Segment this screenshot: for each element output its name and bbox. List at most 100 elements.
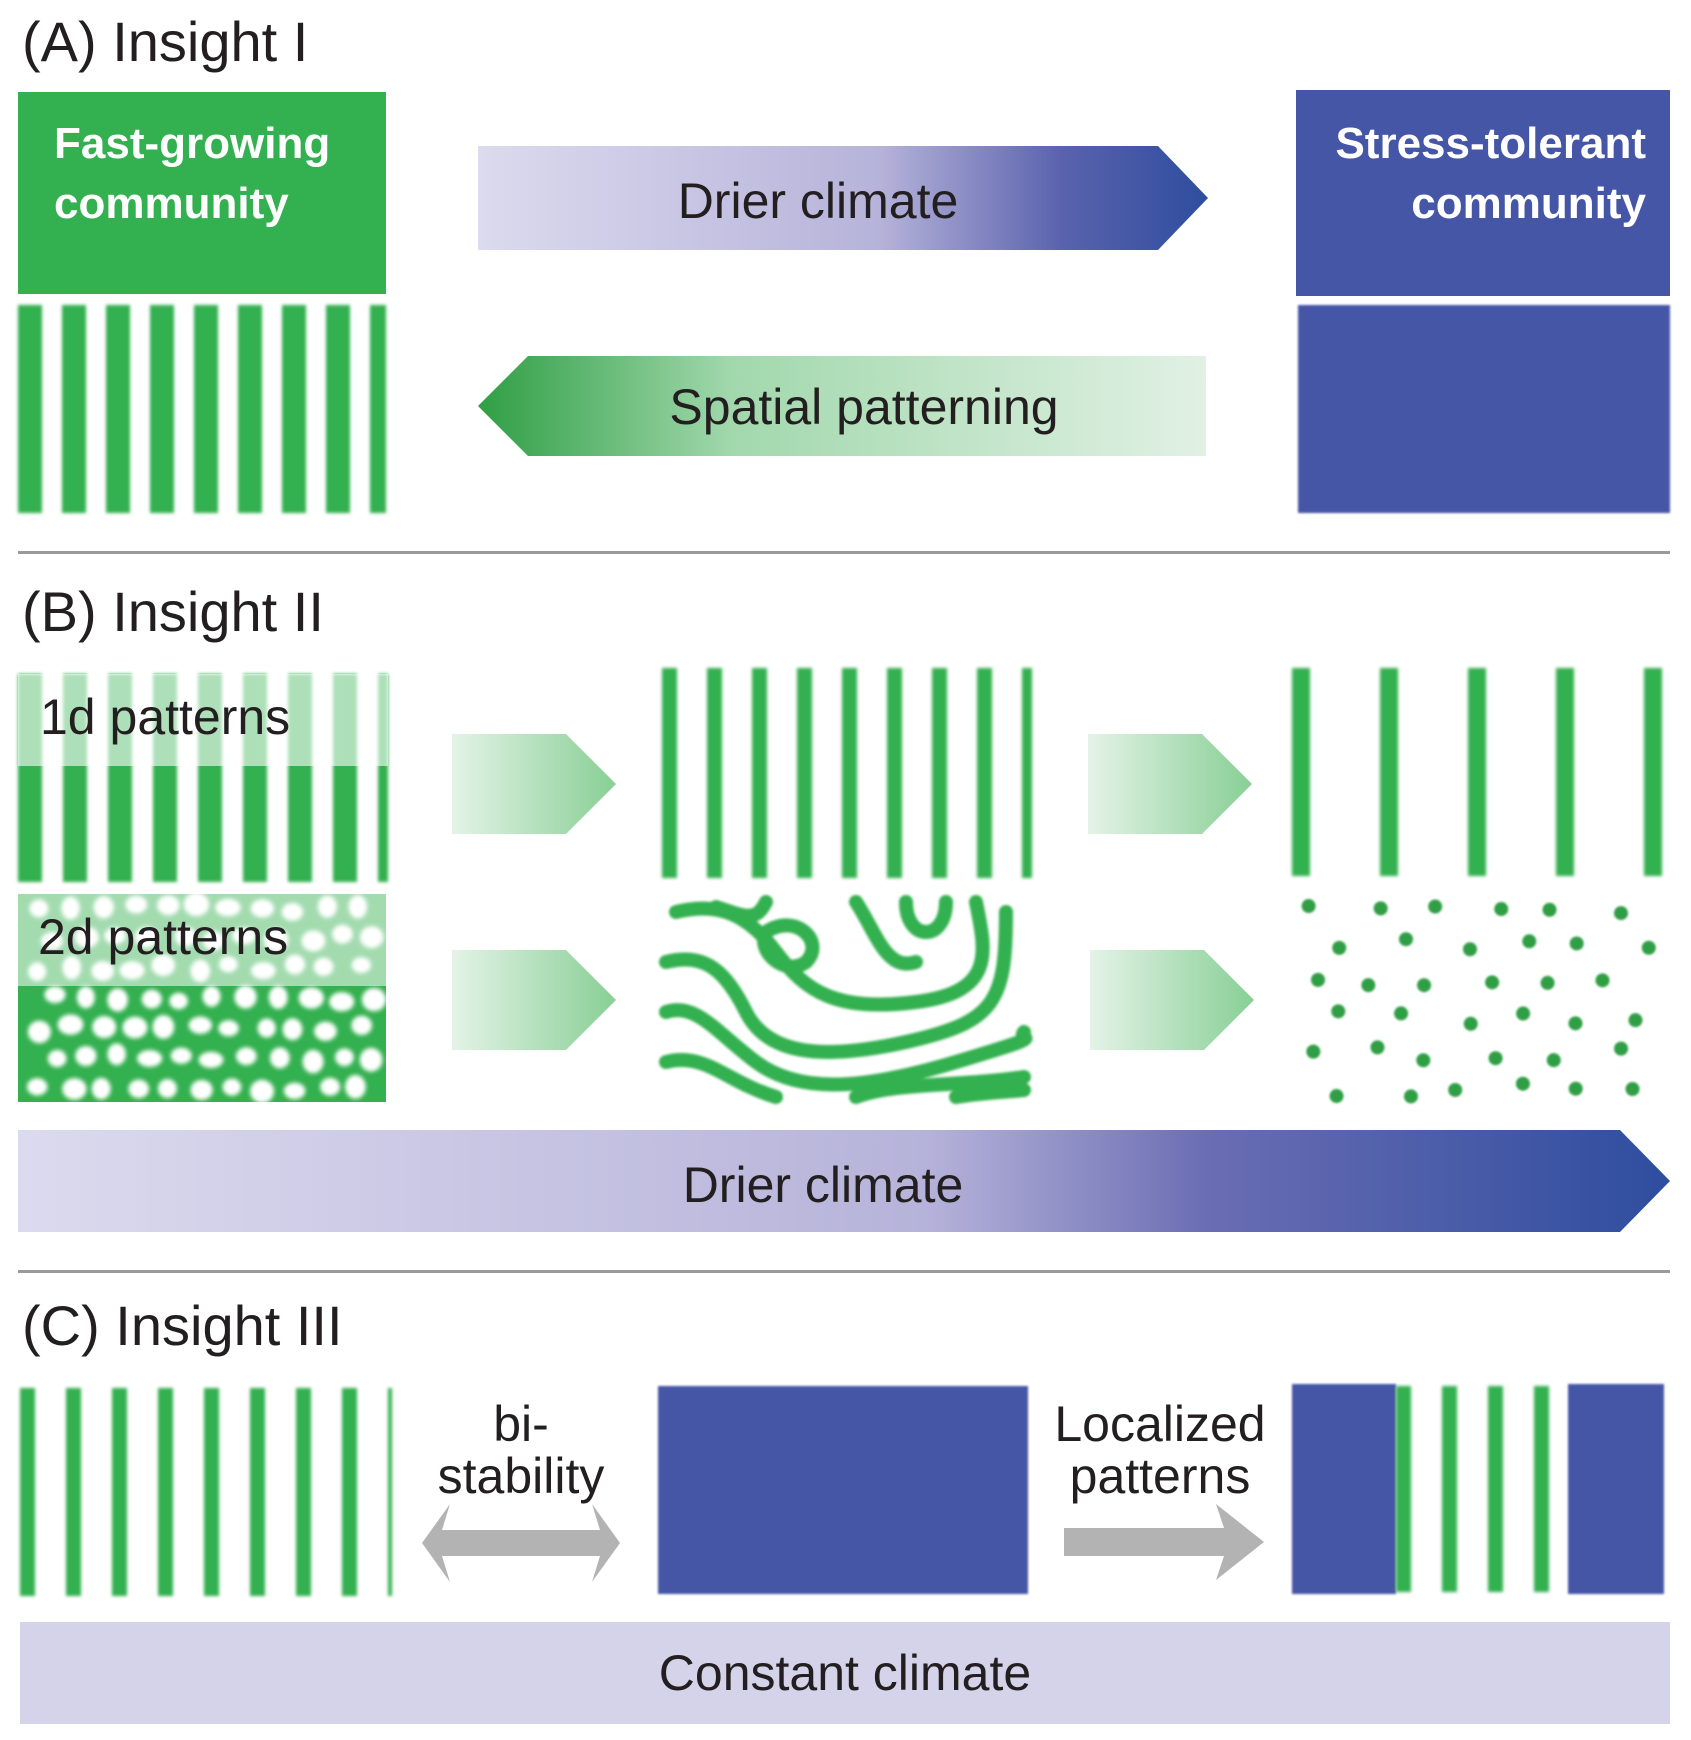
vegetation-spot xyxy=(1625,1081,1640,1096)
fast-growing-label-line1: Fast-growing xyxy=(54,119,331,168)
gap-hole xyxy=(188,1016,212,1034)
vegetation-spot xyxy=(1329,1089,1344,1104)
gap-hole xyxy=(26,1078,48,1096)
panel-a-heading: (A) Insight I xyxy=(22,10,309,73)
vegetation-spot xyxy=(1394,1006,1409,1021)
gap-hole xyxy=(222,1078,242,1096)
gap-hole xyxy=(282,1018,303,1041)
vegetation-spot xyxy=(1462,942,1477,957)
fast-growing-label-line2: community xyxy=(54,179,289,228)
gap-hole xyxy=(351,1015,373,1036)
localized-pattern-panel xyxy=(1292,1384,1664,1596)
spatial-patterning-arrow xyxy=(478,356,1206,456)
vegetation-spot xyxy=(1485,975,1500,990)
vegetation-spot xyxy=(1540,975,1555,990)
gap-hole xyxy=(269,1047,290,1069)
gap-hole xyxy=(57,1014,84,1035)
fast-growing-label: Fast-growing community xyxy=(54,114,330,234)
gap-hole xyxy=(128,1079,150,1099)
uniform-blue-panel xyxy=(658,1386,1028,1594)
gap-hole xyxy=(298,987,324,1009)
localized-arrow xyxy=(1064,1504,1264,1580)
gap-hole xyxy=(329,992,355,1012)
drier-climate-long-label: Drier climate xyxy=(682,1157,964,1213)
gap-hole xyxy=(107,1043,126,1066)
striped-pattern-panel-c xyxy=(20,1388,392,1596)
gap-hole xyxy=(122,1016,148,1039)
sparse-stripes-panel xyxy=(1292,668,1662,876)
vegetation-spot xyxy=(1331,1004,1346,1019)
localized-patterns-label-line2: patterns xyxy=(1069,1448,1251,1504)
stress-tolerant-community-box: Stress-tolerant community xyxy=(1296,90,1670,296)
blue-region-right xyxy=(1568,1384,1664,1594)
stage-arrow-1d-2 xyxy=(1088,734,1252,834)
divider-a-b xyxy=(18,551,1670,554)
gap-hole xyxy=(302,1049,324,1074)
gap-hole xyxy=(27,1020,51,1044)
uniform-stress-tolerant-panel xyxy=(1298,305,1670,513)
chevron-arrow-icon xyxy=(1088,734,1252,834)
constant-climate-label: Constant climate xyxy=(658,1645,1032,1701)
gap-hole xyxy=(198,1051,224,1068)
vegetation-spot xyxy=(1332,940,1347,955)
drier-climate-arrow xyxy=(478,146,1208,250)
vegetation-spot xyxy=(1516,1006,1531,1021)
gap-hole xyxy=(335,1048,354,1067)
vegetation-spot xyxy=(1311,972,1326,987)
gap-hole xyxy=(47,1049,67,1068)
drier-climate-long-arrow xyxy=(18,1130,1670,1232)
1d-patterns-label: 1d patterns xyxy=(40,689,291,745)
gap-hole xyxy=(250,1079,275,1104)
striped-pattern-panel-a xyxy=(18,305,386,513)
vegetation-spot xyxy=(1614,1041,1629,1056)
gap-hole xyxy=(152,1014,175,1039)
gap-hole xyxy=(190,1079,213,1101)
panel-b-heading: (B) Insight II xyxy=(22,580,324,643)
gap-hole xyxy=(202,986,221,1007)
localized-patterns-label: Localized patterns xyxy=(1040,1398,1280,1502)
dense-gap-pattern-panel xyxy=(18,892,387,1104)
gap-hole xyxy=(75,1045,97,1067)
vegetation-spot xyxy=(1301,899,1316,914)
stress-tolerant-label-line2: community xyxy=(1411,179,1646,228)
gap-hole xyxy=(218,1020,239,1037)
right-arrow-icon xyxy=(1064,1504,1264,1580)
gap-hole xyxy=(314,1021,337,1041)
gap-hole xyxy=(44,986,66,1004)
vegetation-spot xyxy=(1546,1053,1561,1068)
vegetation-spot xyxy=(1370,1040,1385,1055)
stress-tolerant-label-line1: Stress-tolerant xyxy=(1335,119,1646,168)
blue-region-left xyxy=(1292,1384,1396,1594)
stress-tolerant-label: Stress-tolerant community xyxy=(1335,114,1646,234)
labyrinth-pattern-panel xyxy=(659,895,1033,1104)
bistability-label: bi- stability xyxy=(410,1398,632,1502)
vegetation-spot xyxy=(1568,1081,1583,1096)
gap-hole xyxy=(169,992,188,1010)
gap-hole xyxy=(359,1047,383,1072)
vegetation-spot xyxy=(1463,1016,1478,1031)
gap-hole xyxy=(141,989,162,1009)
vegetation-spot xyxy=(1373,901,1388,916)
stage-arrow-1d-1 xyxy=(452,734,616,834)
gap-hole xyxy=(62,1078,87,1100)
bistability-label-line2: stability xyxy=(437,1448,605,1504)
vegetation-spot xyxy=(1417,978,1432,993)
spot-pattern-panel xyxy=(1301,899,1656,1104)
gap-hole xyxy=(320,1077,341,1096)
vegetation-spot xyxy=(1628,1013,1643,1028)
stage-arrow-2d-1 xyxy=(452,950,616,1050)
divider-b-c xyxy=(18,1270,1670,1273)
gap-hole xyxy=(91,1077,111,1100)
gap-hole xyxy=(107,988,128,1012)
gap-hole xyxy=(234,985,257,1009)
panel-c-heading: (C) Insight III xyxy=(22,1294,343,1357)
vegetation-spot xyxy=(1595,973,1610,988)
labyrinth-bands xyxy=(659,895,1033,1104)
vegetation-spot xyxy=(1641,940,1656,955)
stage-arrow-2d-2 xyxy=(1090,950,1254,1050)
right-arrow-icon xyxy=(478,146,1208,250)
vegetation-spot xyxy=(1361,978,1376,993)
vegetation-spot xyxy=(1515,1076,1530,1091)
gap-hole xyxy=(361,987,387,1012)
gap-hole xyxy=(137,1050,163,1067)
